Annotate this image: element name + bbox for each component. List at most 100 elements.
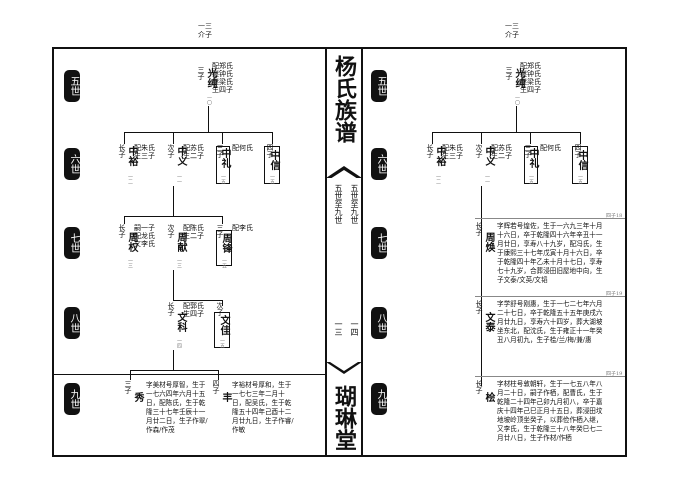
left-g6-1-name: 中裕 <box>126 146 137 166</box>
left-g6-4-ref: 一五 <box>269 174 275 184</box>
right-g6-4-box <box>572 146 588 184</box>
left-g8-1-ref: 一四 <box>176 338 182 348</box>
left-g9-2-rank: 四子 <box>212 380 220 394</box>
left-g7-2-ref: 一三 <box>176 258 182 268</box>
left-g8-1-rank: 长子 <box>167 302 175 316</box>
right-entry-divider-1 <box>475 218 625 219</box>
left-g7-1-name: 周权 <box>126 232 137 252</box>
gen-marker-right-7: 七世 <box>371 227 387 259</box>
spine-page-right: 一四 <box>350 320 359 336</box>
gen-marker-left-7: 七世 <box>64 227 80 259</box>
right-entry-divider-3 <box>475 376 625 377</box>
left-g7-3-box <box>216 230 232 266</box>
spine-title: 杨氏族谱 <box>331 55 357 143</box>
right-entry-1-name: 周焕 <box>482 232 494 252</box>
left-g7-3-ref: 一五 <box>221 258 227 268</box>
left-g6-2-note: 配苏氏 生二子 <box>183 144 204 160</box>
right-g5-note: 配郑氏 继钟氏 继梁氏 生四子 <box>520 62 541 94</box>
left-g6-3-box <box>216 146 230 184</box>
spine-range-left: 五世至九世 <box>334 184 343 224</box>
gen-marker-right-5: 五世 <box>371 70 387 102</box>
right-entry-3-rank: 长子 <box>475 380 483 394</box>
left-g8-2-rank: 次子 <box>216 302 224 316</box>
left-g5-ref: 一〇 <box>206 95 212 105</box>
left-g5-rank: 三子 <box>197 66 205 80</box>
right-entry-2-label: 四子19 <box>606 291 623 297</box>
right-g5-rank: 三子 <box>505 66 513 80</box>
left-g7-2-note: 配陈氏 生二子 <box>183 224 204 240</box>
right-entry-1-bio: 字辉若号煌佐，生于一六九三年十月十六日，卒于乾隆四十六年辛丑十一月廿日，享寿八十… <box>497 222 603 284</box>
left-gen9-divider <box>54 374 325 375</box>
gen-marker-left-5: 五世 <box>64 70 80 102</box>
right-entry-3-label: 四子19 <box>606 371 623 377</box>
left-g7-3-name: 周锋 <box>220 233 231 253</box>
right-g6-3-box <box>524 146 538 184</box>
left-g6-4-name: 中信 <box>268 150 279 170</box>
right-g6-3-ref: 一五 <box>528 174 534 184</box>
right-header-num: 一三 <box>505 22 519 30</box>
left-g7-2-rank: 次子 <box>167 224 175 238</box>
right-g6-2-note: 配苏氏 生二子 <box>491 144 512 160</box>
gen-marker-left-6: 六世 <box>64 148 80 180</box>
left-g7-2-name: 周献 <box>175 232 186 252</box>
right-entry-1-rank: 长子 <box>475 222 483 236</box>
left-g5-name: 光纯 <box>205 68 216 88</box>
left-g7-1-note: 嗣一子 配龙氏 文李氏 <box>134 224 155 248</box>
gen-marker-left-9: 九世 <box>64 383 80 415</box>
left-g9-2-bio: 字裕材号厚和，生于一七七三年二月十日，配吴氏，生于乾隆五十四年己酉十二月廿九日，… <box>232 381 294 434</box>
right-g6-3-note: 配何氏 <box>540 144 561 152</box>
left-g7-1-ref: 一三 <box>127 258 133 268</box>
spine-frame <box>325 47 363 457</box>
left-g9-1-rank: 三子 <box>124 380 132 394</box>
right-g6-1-rank: 长子 <box>426 144 434 158</box>
left-g8-1-note: 配郭氏 生四子 <box>183 302 204 318</box>
left-g6-2-name: 中义 <box>175 146 186 166</box>
spine-arrow-bottom-inner <box>330 362 358 371</box>
right-g6-3-name: 中礼 <box>527 148 538 168</box>
right-g6-1-note: 配朱氏 生三子 <box>442 144 463 160</box>
spine-page-left: 一三 <box>334 320 343 336</box>
right-g5-ref: 一〇 <box>514 95 520 105</box>
gen-marker-right-6: 六世 <box>371 148 387 180</box>
right-entry-divider-2 <box>475 296 625 297</box>
right-g6-4-name: 中信 <box>576 150 587 170</box>
left-g8-2-ref: 一五 <box>219 338 225 348</box>
left-header-section: 介子 <box>198 31 212 39</box>
left-g6-3-name: 中礼 <box>219 148 230 168</box>
left-g8-2-box <box>214 312 230 348</box>
left-g9-1-bio: 字美材号厚智，生于一七六四年六月十五日，配陈氏，生于乾隆三十七年壬辰十一月廿二日… <box>146 381 208 434</box>
left-g8-1-name: 文科 <box>175 312 186 332</box>
left-g6-4-box <box>264 146 280 184</box>
right-entry-3-bio: 字材柱号敦朝轩，生于一七五八年八月二十日，嗣子作栖，配曹氏，生于乾隆二十四年己卯… <box>497 380 603 442</box>
left-g6-3-note: 配何氏 <box>232 144 253 152</box>
left-g6-3-ref: 一五 <box>220 174 226 184</box>
right-header: 一三 介子 <box>500 22 524 40</box>
left-g6-1-ref: 一二 <box>127 174 133 184</box>
right-g5-name: 光纯 <box>513 68 524 88</box>
gen-marker-left-8: 八世 <box>64 307 80 339</box>
spine-arrow-top-inner <box>330 170 358 179</box>
spine-hall-name: 瑚琳堂 <box>331 385 357 451</box>
left-g6-3-rank: 三子 <box>216 144 224 158</box>
left-g6-4-rank: 四子 <box>266 144 274 158</box>
right-entry-2-name: 文泰 <box>482 312 494 332</box>
right-g6-2-rank: 次子 <box>475 144 483 158</box>
left-g6-2-ref: 一一 <box>176 174 182 184</box>
right-entry-2-rank: 长子 <box>475 300 483 314</box>
left-g9-1-name: 秀 <box>132 392 143 402</box>
spine-range-right: 五世至九世 <box>350 184 359 224</box>
left-header: 一三 介子 <box>193 22 217 40</box>
right-g6-3-rank: 三子 <box>524 144 532 158</box>
left-g7-3-rank: 三子 <box>216 224 224 238</box>
right-g6-2-name: 中义 <box>483 146 494 166</box>
left-g7-3-note: 配李氏 <box>232 224 253 232</box>
left-g7-1-rank: 长子 <box>118 224 126 238</box>
right-header-section: 介子 <box>505 31 519 39</box>
gen-marker-right-8: 八世 <box>371 307 387 339</box>
right-g6-4-rank: 四子 <box>574 144 582 158</box>
left-g8-2-name: 文佳 <box>218 315 229 335</box>
left-g9-2-name: 丰 <box>220 392 231 402</box>
right-g6-2-ref: 一一 <box>484 174 490 184</box>
right-entry-1-label: 四子18 <box>606 213 623 219</box>
left-g6-1-rank: 长子 <box>118 144 126 158</box>
